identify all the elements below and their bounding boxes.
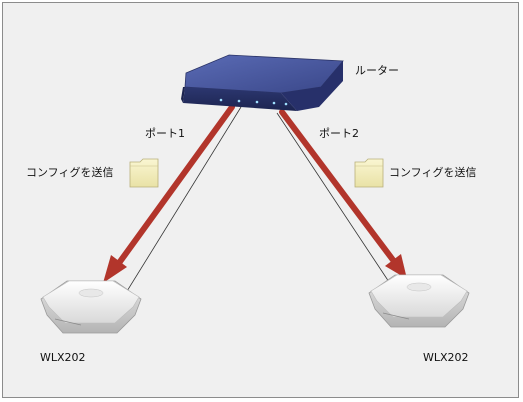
cable-line-left [123, 106, 242, 297]
cable-line-right [276, 112, 394, 289]
folder-icon [129, 158, 159, 188]
router-icon [181, 54, 344, 111]
arrow-port1 [103, 104, 235, 283]
access-point-icon [368, 274, 470, 328]
port2-label: ポート2 [319, 127, 359, 140]
access-point-icon [40, 280, 142, 334]
router-label: ルーター [355, 64, 399, 77]
port1-label: ポート1 [145, 127, 185, 140]
network-diagram [40, 54, 470, 334]
access-point-label-right: WLX202 [423, 351, 469, 364]
arrow-port2 [279, 109, 407, 279]
config-send-label-left: コンフィグを送信 [26, 166, 114, 179]
access-point-label-left: WLX202 [40, 351, 86, 364]
folder-icon [354, 158, 384, 188]
config-send-label-right: コンフィグを送信 [389, 166, 477, 179]
diagram-canvas: ルーター ポート1 ポート2 コンフィグを送信 コンフィグを送信 WLX202 … [2, 2, 519, 398]
